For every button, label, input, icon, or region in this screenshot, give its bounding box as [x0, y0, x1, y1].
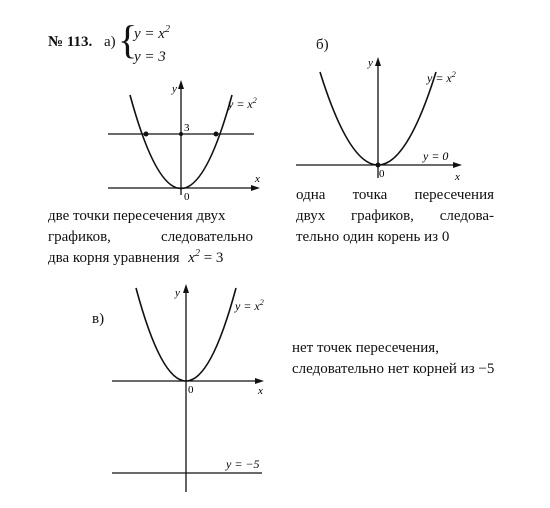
caption-b-line-2-word-1: двух	[296, 208, 326, 224]
graph-a-intersection-right	[213, 131, 219, 137]
caption-a-equation-rhs: = 3	[203, 250, 224, 266]
graph-c-x-arrow-icon	[255, 378, 264, 384]
caption-a-line-2: графиков, следовательно	[48, 229, 253, 246]
graph-a-x-label: x	[254, 173, 260, 185]
caption-a-line-2-right: следовательно	[161, 229, 253, 245]
caption-b-line-1-word-3: пересечения	[414, 187, 495, 203]
graph-b-y-arrow-icon	[375, 57, 381, 66]
caption-a-equation-exponent: 2	[194, 248, 200, 259]
caption-b-line-1: одна точка пересечения	[296, 187, 494, 204]
graph-c-y-label: y	[174, 287, 180, 299]
system-equation-1-text: y = x	[134, 26, 165, 42]
graph-a-curve-label: y = x2	[227, 96, 257, 111]
graph-c-line-label: y = −5	[225, 457, 260, 471]
part-c-label: в)	[92, 311, 105, 327]
graph-c-parabola	[135, 287, 237, 382]
graph-b-intersection	[375, 162, 381, 168]
caption-a-line-2-left: графиков,	[48, 229, 111, 245]
part-a-label: а)	[104, 34, 116, 50]
graph-a-tick-3-label: 3	[184, 122, 190, 134]
caption-c-line-1: нет точек пересечения,	[292, 340, 439, 356]
graph-b-curve-label: y = x2	[426, 70, 456, 85]
graph-b-origin-label: 0	[379, 168, 385, 180]
graph-b-line-label: y = 0	[422, 149, 448, 163]
caption-b-line-2-word-2: графиков,	[351, 208, 414, 224]
caption-a-line-3: два корня уравнения x2 = 3	[48, 248, 224, 268]
graph-c-origin-label: 0	[188, 384, 194, 396]
caption-b-line-2-word-3: следова-	[439, 208, 494, 224]
caption-b-line-1-word-2: точка	[352, 187, 388, 203]
graph-b-y-label: y	[367, 57, 373, 69]
graph-a-intersection-left	[143, 131, 149, 137]
system-equation-2: y = 3	[134, 49, 166, 65]
graph-c-curve-label: y = x2	[234, 298, 264, 313]
problem-number: № 113.	[48, 34, 93, 50]
graph-b-x-label: x	[454, 171, 460, 183]
graph-a-parabola	[129, 94, 233, 190]
caption-a-equation-lhs: x	[188, 250, 195, 266]
system-brace: {	[118, 17, 138, 62]
graph-c-y-arrow-icon	[183, 284, 189, 293]
caption-a-line-1: две точки пересечения двух	[48, 208, 226, 224]
caption-a-line-3-text: два корня уравнения	[48, 250, 180, 266]
graph-a-tick-3-dot	[179, 132, 183, 136]
caption-a-equation: x2 = 3	[188, 248, 224, 266]
system-equation-1: y = x2	[134, 24, 170, 44]
graph-c-x-label: x	[257, 385, 263, 397]
caption-b-line-2: двух графиков, следова-	[296, 208, 494, 225]
graph-a-x-arrow-icon	[251, 185, 260, 191]
caption-b-line-3: тельно один корень из 0	[296, 229, 450, 245]
graph-a-origin-label: 0	[184, 191, 190, 203]
graph-a-y-label: y	[171, 83, 177, 95]
caption-c-line-2: следовательно нет корней из −5	[292, 361, 495, 377]
caption-b-line-1-word-1: одна	[296, 187, 326, 203]
graph-b-x-arrow-icon	[453, 162, 462, 168]
graph-a-y-arrow-icon	[178, 80, 184, 89]
system-equation-1-exponent: 2	[164, 24, 170, 35]
part-b-label: б)	[316, 37, 329, 53]
